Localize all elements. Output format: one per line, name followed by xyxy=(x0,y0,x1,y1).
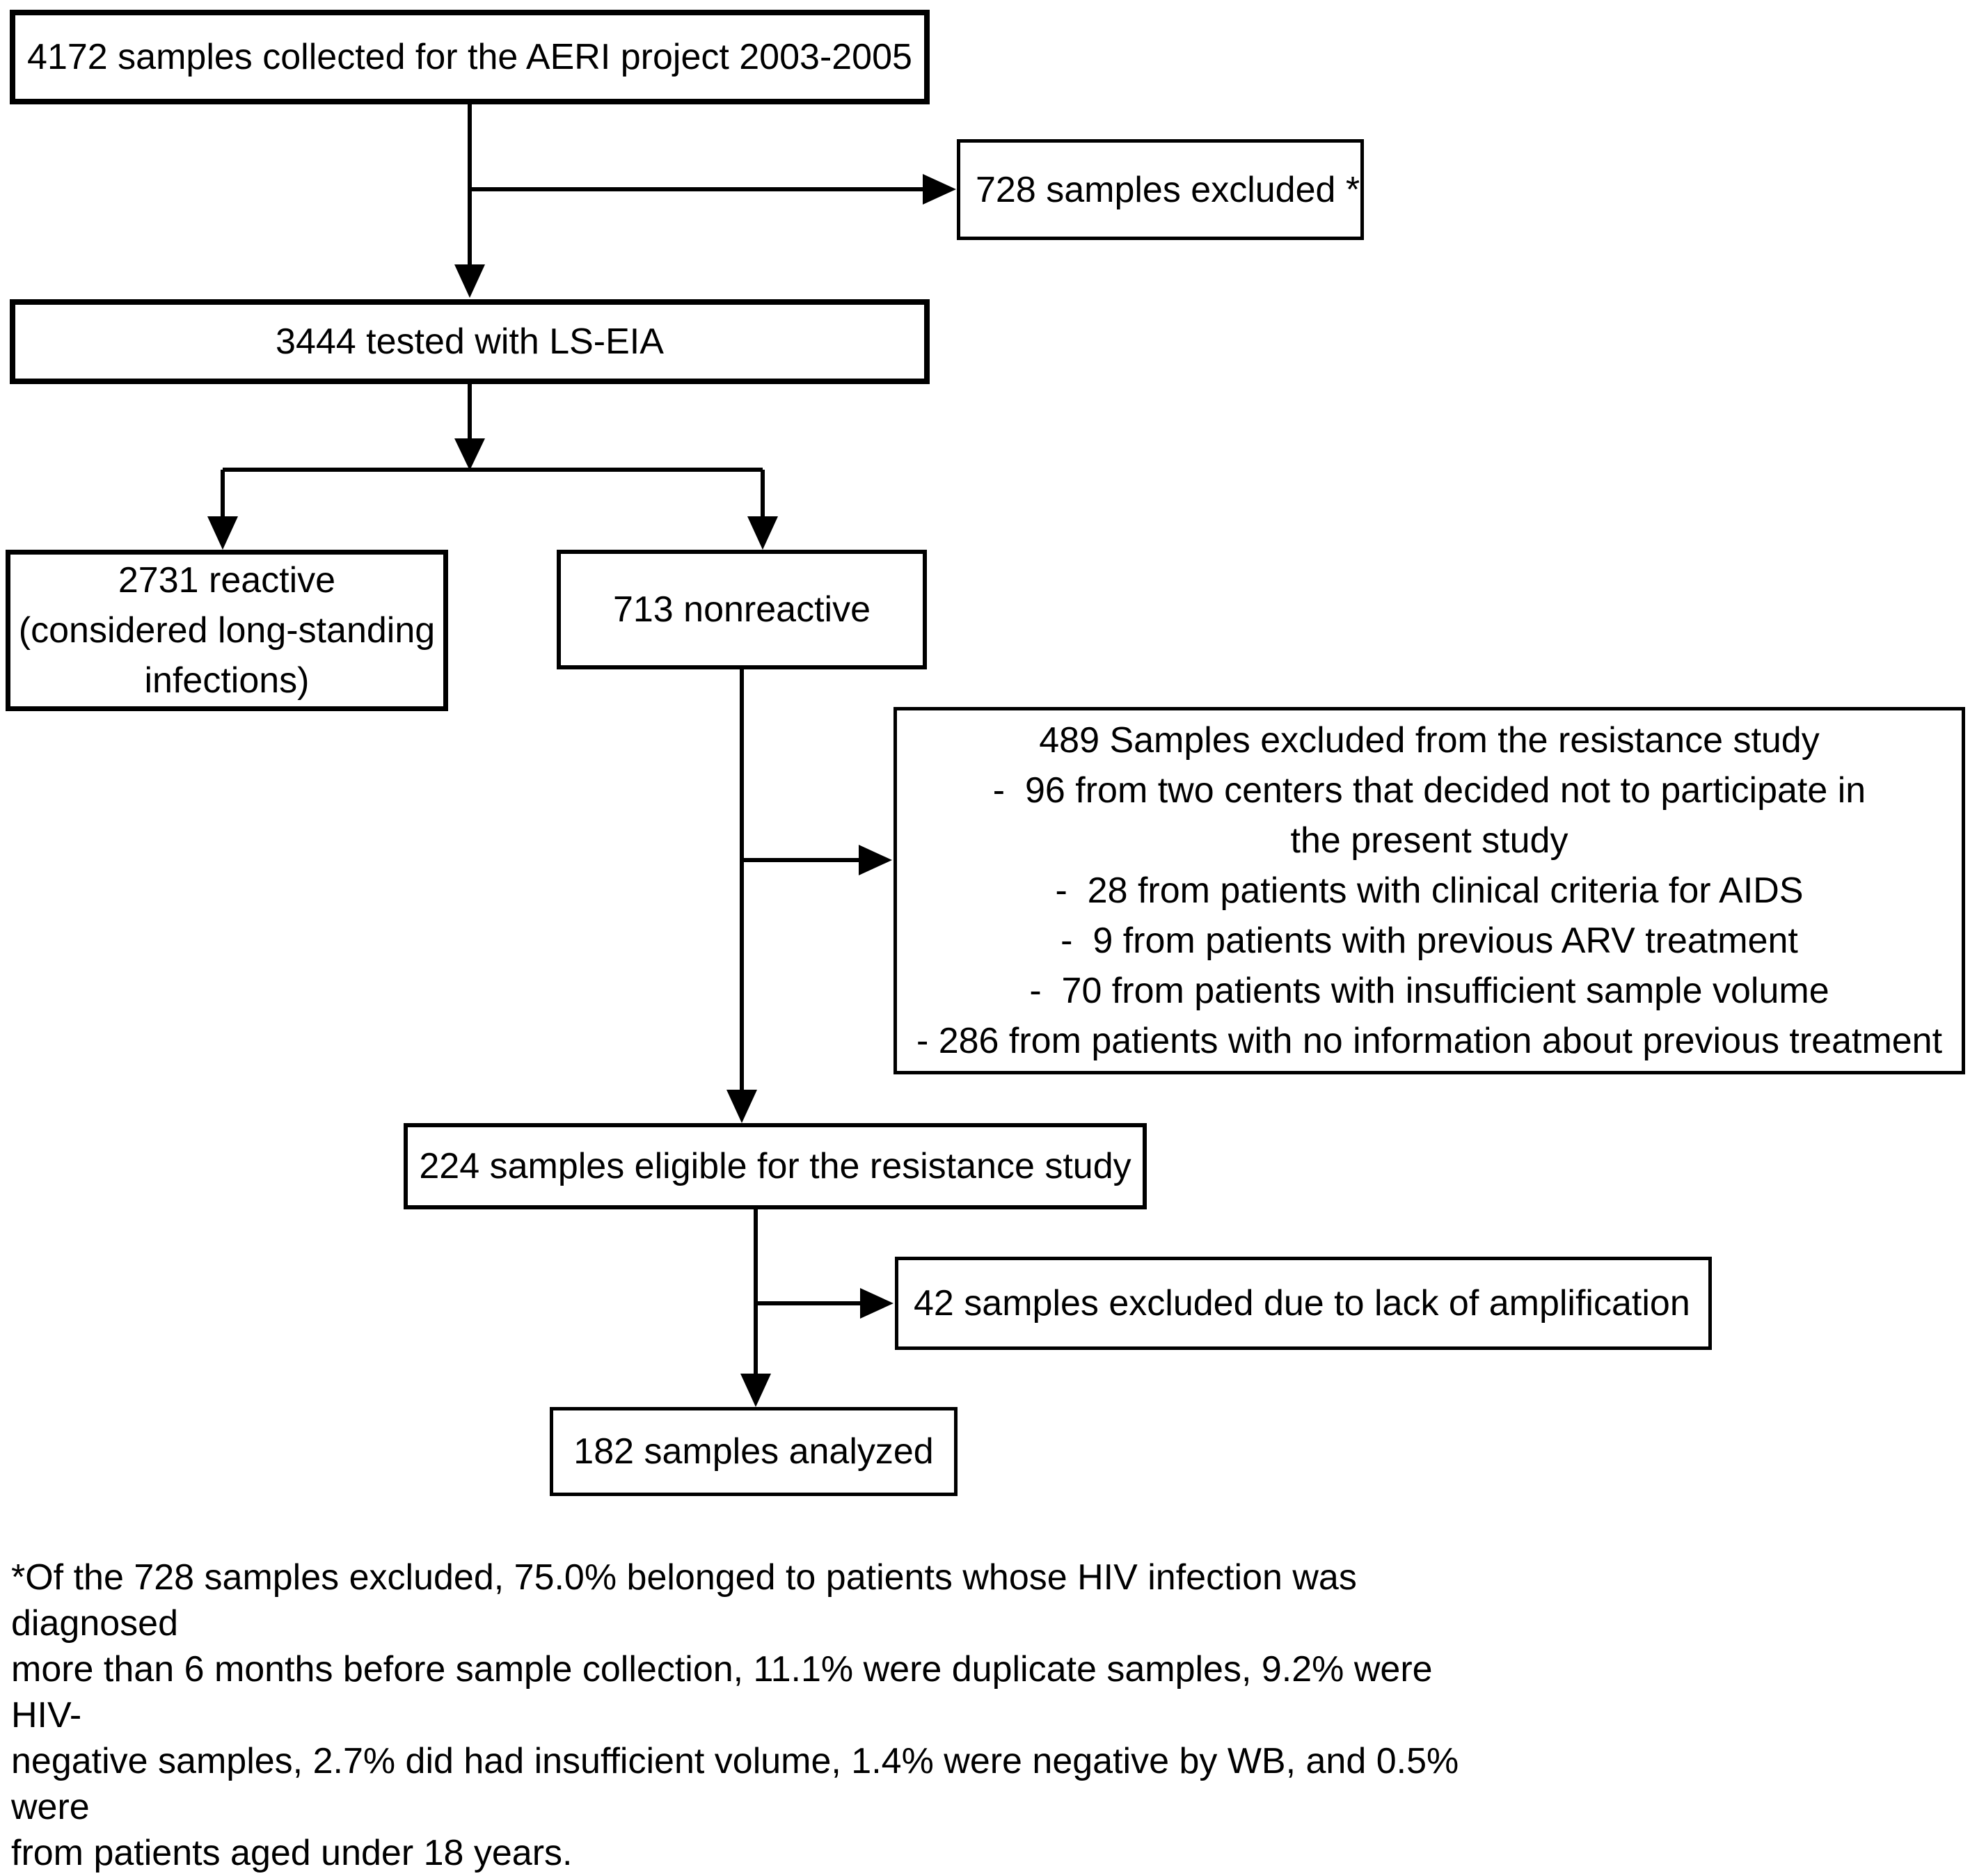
arrowhead-down-eligible xyxy=(726,1090,757,1123)
node-reactive-label: 2731 reactive (considered long-standing … xyxy=(18,560,436,701)
node-tested-ls-eia: 3444 tested with LS-EIA xyxy=(10,299,930,384)
arrowhead-right-excluded-resistance xyxy=(859,845,892,875)
node-excluded-amplification-label: 42 samples excluded due to lack of ampli… xyxy=(914,1283,1690,1323)
node-samples-collected-label: 4172 samples collected for the AERI proj… xyxy=(27,37,912,77)
arrowhead-right-excluded-amplification xyxy=(860,1288,893,1319)
node-excluded-initial: 728 samples excluded * xyxy=(957,139,1364,240)
node-nonreactive: 713 nonreactive xyxy=(557,550,927,669)
node-analyzed-label: 182 samples analyzed xyxy=(573,1431,934,1472)
node-eligible-label: 224 samples eligible for the resistance … xyxy=(419,1146,1131,1186)
arrowhead-down-reactive xyxy=(207,516,238,550)
arrowhead-right-excluded-initial xyxy=(923,174,956,205)
node-excluded-initial-label: 728 samples excluded * xyxy=(976,169,1360,210)
node-samples-collected: 4172 samples collected for the AERI proj… xyxy=(10,10,930,104)
arrowhead-down-split xyxy=(454,438,485,470)
footnote: *Of the 728 samples excluded, 75.0% belo… xyxy=(11,1557,1459,1873)
node-reactive: 2731 reactive (considered long-standing … xyxy=(6,550,448,711)
node-excluded-amplification: 42 samples excluded due to lack of ampli… xyxy=(895,1257,1712,1350)
arrowhead-down-tested xyxy=(454,264,485,298)
node-analyzed: 182 samples analyzed xyxy=(550,1407,958,1496)
node-tested-ls-eia-label: 3444 tested with LS-EIA xyxy=(276,321,664,362)
arrowhead-down-nonreactive xyxy=(747,516,778,550)
node-eligible: 224 samples eligible for the resistance … xyxy=(404,1123,1147,1209)
node-excluded-resistance-label: 489 Samples excluded from the resistance… xyxy=(916,720,1943,1061)
arrowhead-down-analyzed xyxy=(740,1374,771,1407)
node-nonreactive-label: 713 nonreactive xyxy=(612,589,871,630)
flow-diagram: 4172 samples collected for the AERI proj… xyxy=(6,10,1965,1873)
node-excluded-resistance: 489 Samples excluded from the resistance… xyxy=(893,707,1965,1074)
